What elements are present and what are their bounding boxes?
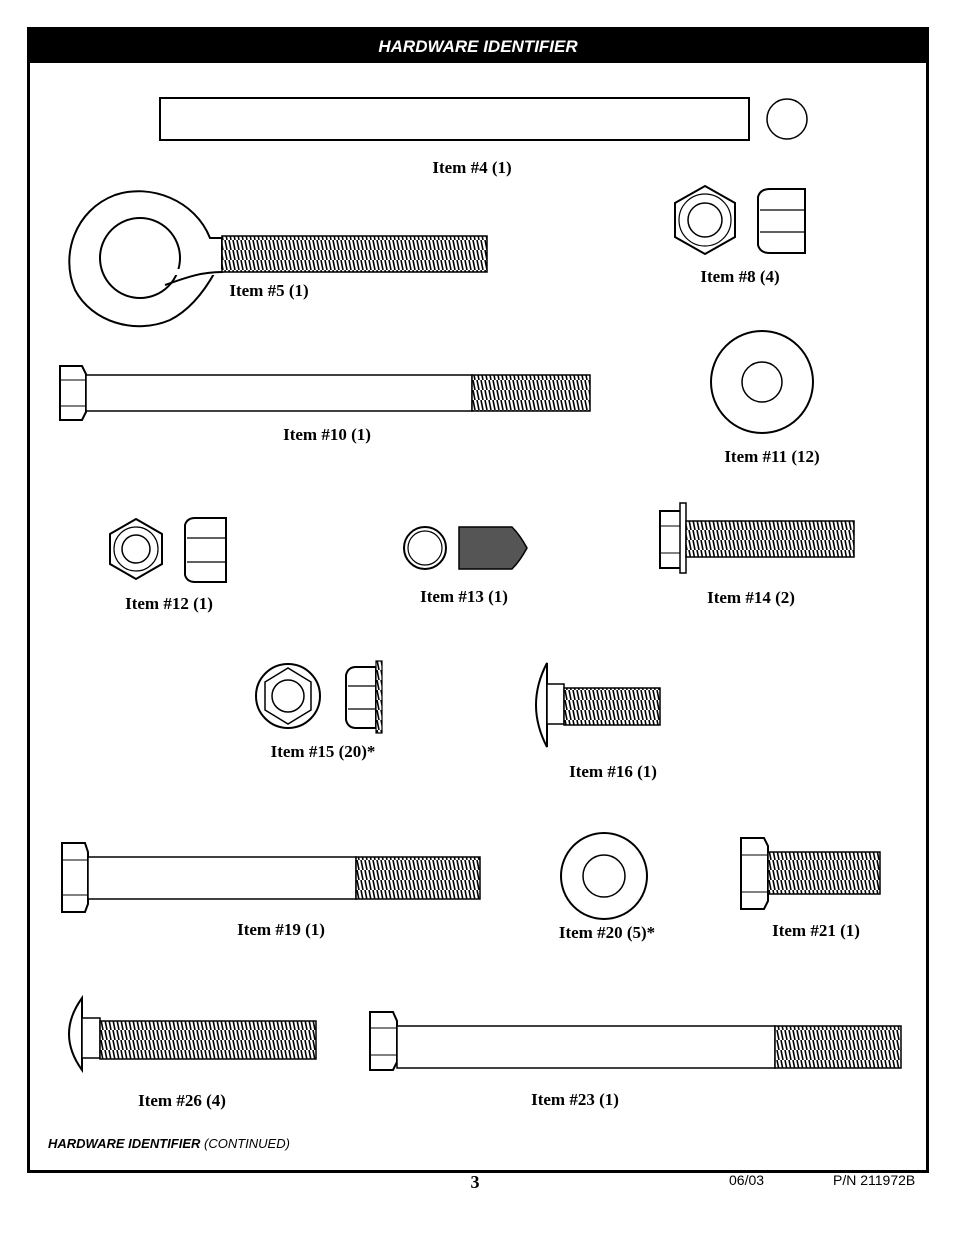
lock-nut-icon [674,184,806,256]
hex-bolt-icon [61,842,481,913]
lock-nut-icon [109,517,227,583]
item-label-14: Item #14 (2) [707,588,795,607]
hex-bolt-icon [59,365,591,421]
item-label-5: Item #5 (1) [229,281,309,300]
flat-washer-icon [560,832,648,920]
item-label-16: Item #16 (1) [569,762,657,781]
item-label-13: Item #13 (1) [420,587,508,606]
item-label-15: Item #15 (20)* [270,742,376,761]
part-number: P/N 211972B [833,1172,916,1188]
section-footer-title: HARDWARE IDENTIFIER (CONTINUED) [48,1136,290,1151]
section-title: HARDWARE IDENTIFIER [48,1136,201,1151]
eye-bolt-icon [68,190,488,328]
item-label-10: Item #10 (1) [283,425,371,444]
section-suffix: (CONTINUED) [204,1136,290,1151]
item-label-23: Item #23 (1) [531,1090,619,1109]
hex-bolt-icon [369,1011,902,1071]
flange-bolt-icon [659,502,855,574]
item-label-11: Item #11 (12) [724,447,820,466]
hex-bolt-icon [740,837,881,910]
hardware-frame: HARDWARE IDENTIFIER [27,27,929,1173]
item-label-26: Item #26 (4) [138,1091,226,1110]
item-label-21: Item #21 (1) [772,921,860,940]
rod-icon [159,97,808,141]
page-title: HARDWARE IDENTIFIER [30,30,926,63]
carriage-bolt-icon [68,994,317,1074]
cap-icon [403,526,528,570]
item-label-19: Item #19 (1) [237,920,325,939]
page-number: 3 [470,1172,480,1192]
carriage-bolt-icon [535,662,661,748]
flange-nut-icon [255,660,383,734]
item-label-12: Item #12 (1) [125,594,213,613]
item-label-8: Item #8 (4) [700,267,780,286]
document-date: 06/03 [729,1172,765,1188]
item-label-4: Item #4 (1) [432,158,512,177]
item-label-20: Item #20 (5)* [558,923,656,942]
flat-washer-icon [710,330,814,434]
